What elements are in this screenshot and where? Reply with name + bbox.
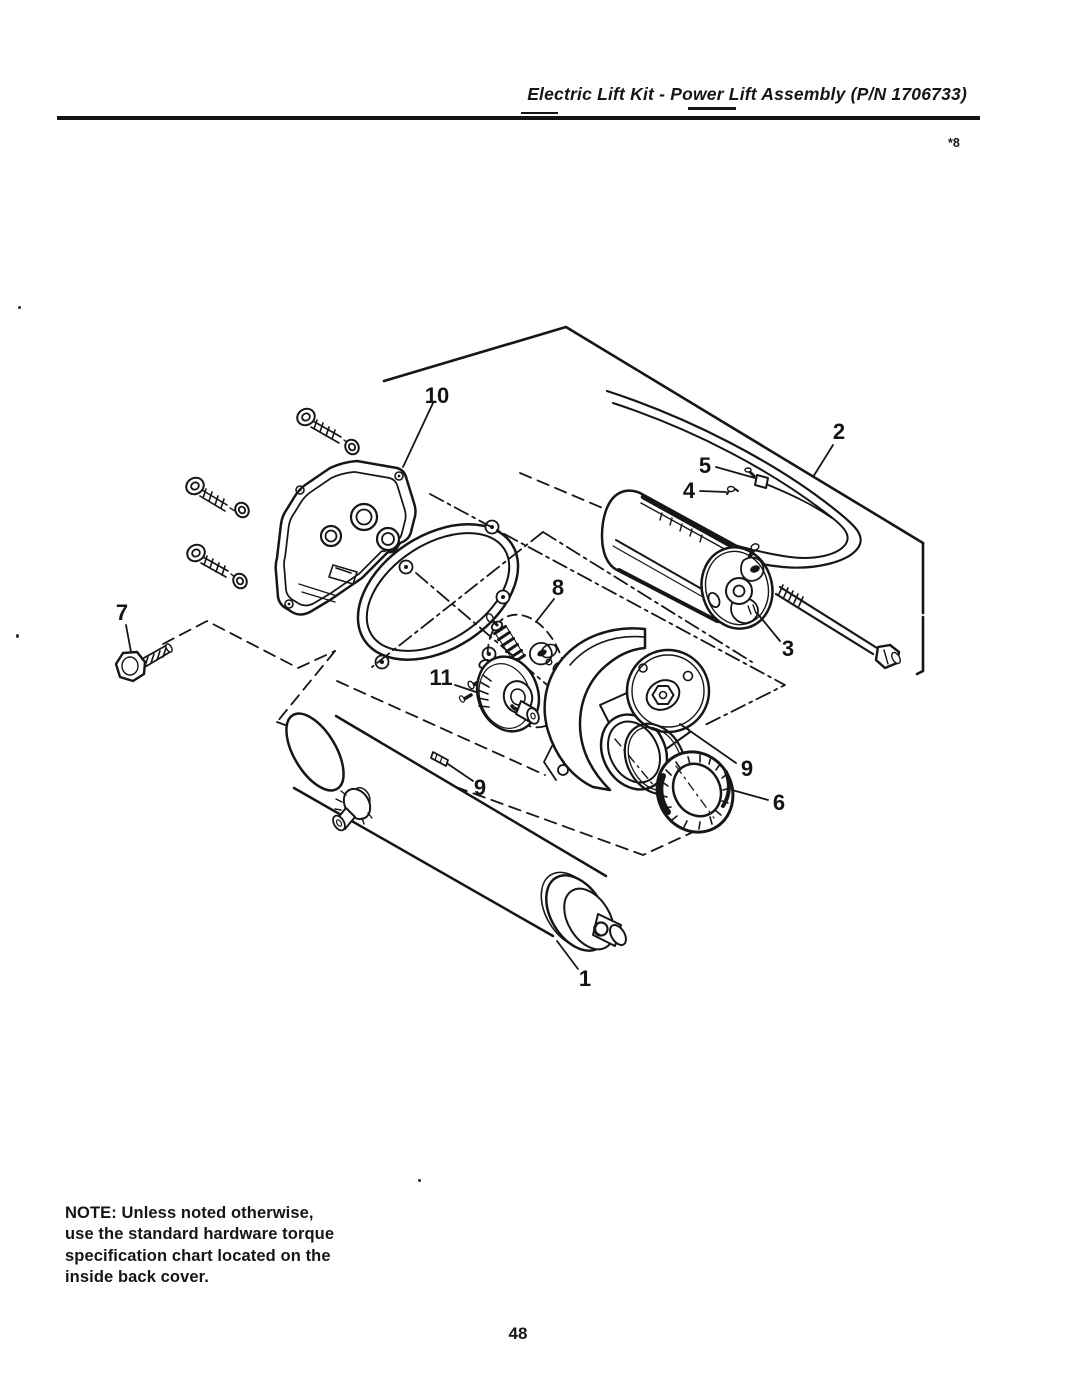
gear-cover-plate (274, 459, 417, 616)
gear-studs (458, 679, 483, 703)
torque-note: NOTE: Unless noted otherwise, use the st… (65, 1203, 334, 1288)
scan-speck (418, 1179, 421, 1182)
callout-label: 9 (474, 775, 486, 800)
callout-label: 6 (773, 790, 785, 815)
scan-artifact-line (521, 112, 558, 114)
through-bolt (774, 584, 901, 670)
callout-label: 2 (833, 419, 845, 444)
edition-mark: *8 (948, 136, 960, 150)
callout-11: 11 (429, 665, 477, 693)
callout-label: 7 (116, 600, 128, 625)
callouts: 10 2 5 4 8 7 3 (116, 383, 845, 991)
pinion-teeth (485, 613, 526, 665)
mounting-bracket (382, 325, 925, 676)
actuator-tube (285, 712, 627, 952)
callout-label: 1 (579, 966, 591, 991)
callout-10: 10 (402, 383, 449, 468)
note-line: NOTE: Unless noted otherwise, (65, 1204, 314, 1222)
assembly-guide-lines (162, 472, 729, 856)
callout-6: 6 (731, 789, 785, 815)
callout-label: 11 (429, 665, 452, 690)
callout-label: 8 (552, 575, 564, 600)
screw (186, 543, 248, 590)
tube-end-cap (540, 871, 627, 952)
note-line: use the standard hardware torque (65, 1225, 335, 1244)
callout-5: 5 (699, 453, 756, 479)
note-line: specification chart located on the (65, 1246, 331, 1265)
callout-2: 2 (812, 419, 845, 478)
cover-screws (185, 407, 360, 590)
motor-terminal-clip (726, 485, 739, 495)
callout-3: 3 (756, 612, 794, 661)
motor-terminal-nut (744, 467, 769, 489)
scan-artifact-line (688, 107, 736, 110)
page-number: 48 (508, 1324, 528, 1343)
hex-bolt (114, 643, 173, 683)
roll-pin (430, 751, 449, 767)
note-line: inside back cover. (65, 1267, 209, 1286)
screw (185, 476, 250, 519)
callout-label: 5 (699, 453, 711, 478)
callout-label: 10 (425, 383, 449, 408)
scan-speck (16, 634, 19, 638)
callout-1: 1 (556, 940, 591, 991)
callout-label: 3 (782, 636, 794, 661)
callout-label: 9 (741, 756, 753, 781)
phantom-centerlines (371, 493, 786, 726)
pinion-gear (475, 655, 541, 733)
callout-9-pin: 9 (447, 763, 486, 800)
header-rule (57, 116, 980, 120)
scan-speck (18, 306, 21, 309)
motor-end-cap (700, 543, 774, 630)
tube-side-fitting (332, 786, 373, 832)
callout-9-oring: 9 (679, 723, 753, 781)
motor-wire-strap (605, 389, 862, 569)
screw (296, 407, 360, 456)
seal-ring (655, 750, 735, 834)
callout-4: 4 (683, 478, 727, 503)
callout-label: 4 (683, 478, 696, 503)
callout-8: 8 (535, 575, 564, 623)
callout-7: 7 (116, 600, 132, 653)
gear-housing (543, 627, 711, 792)
electric-motor (600, 467, 774, 630)
page-title: Electric Lift Kit - Power Lift Assembly … (527, 84, 967, 104)
